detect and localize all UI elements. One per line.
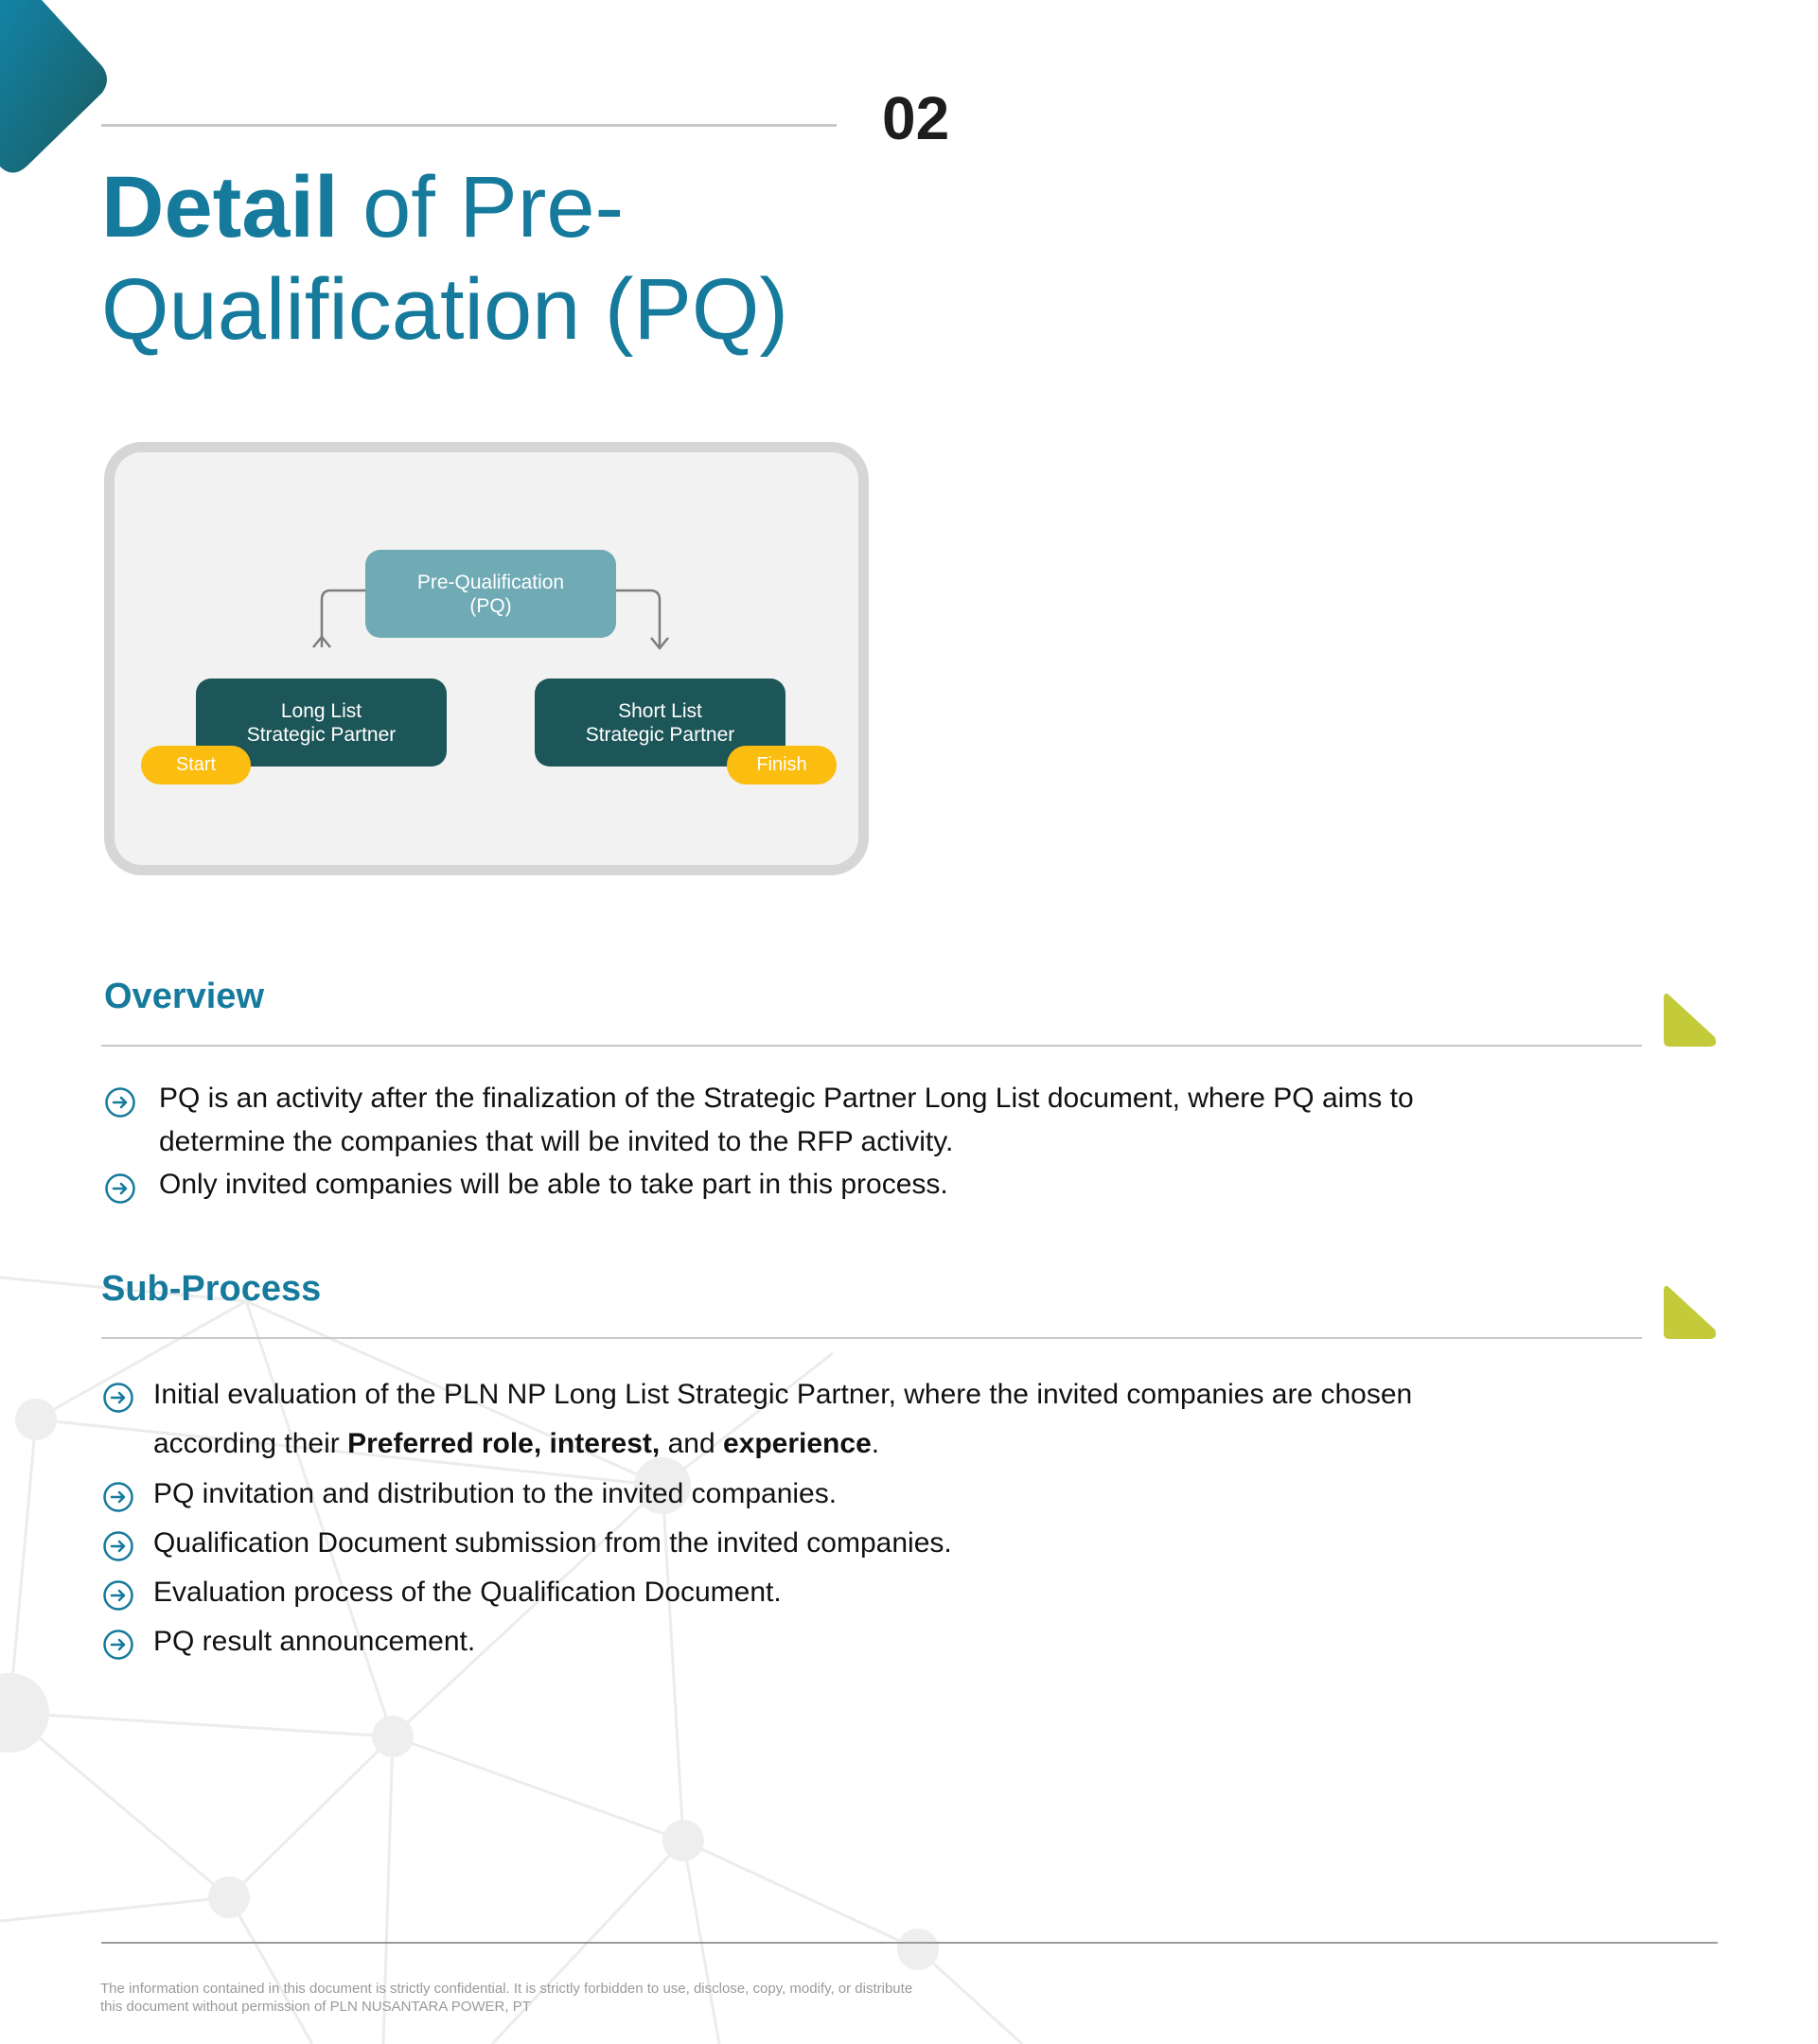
subprocess-heading: Sub-Process <box>101 1269 322 1309</box>
subprocess-item-text: Evaluation process of the Qualification … <box>153 1577 782 1608</box>
footer-line2: this document without permission of PLN … <box>100 1999 531 2015</box>
overview-item-line2: determine the companies that will be inv… <box>159 1126 954 1157</box>
subprocess-item: Initial evaluation of the PLN NP Long Li… <box>102 1370 1522 1469</box>
title-rest: of Pre-Qualification (PQ) <box>101 159 789 358</box>
overview-triangle-icon <box>1664 994 1717 1047</box>
overview-heading: Overview <box>104 977 264 1016</box>
short-list-line2: Strategic Partner <box>585 723 735 746</box>
arrow-circle-icon <box>103 1531 133 1561</box>
long-list-line2: Strategic Partner <box>246 723 397 746</box>
footer-line1: The information contained in this docume… <box>100 1981 913 1997</box>
subprocess-item-mid: and <box>660 1428 723 1459</box>
diagram-connectors <box>312 589 669 650</box>
arrow-circle-icon <box>105 1173 135 1204</box>
page-title: Detail of Pre-Qualification (PQ) <box>101 156 953 361</box>
overview-item: PQ is an activity after the finalization… <box>104 1077 1524 1164</box>
subprocess-triangle-icon <box>1664 1286 1717 1339</box>
subprocess-item-text: Qualification Document submission from t… <box>153 1527 952 1559</box>
pq-node-line1: Pre-Qualification <box>416 571 565 593</box>
pq-node-line2: (PQ) <box>469 594 512 617</box>
arrow-circle-icon <box>103 1630 133 1660</box>
subprocess-item: Evaluation process of the Qualification … <box>102 1568 1522 1617</box>
network-background <box>0 1276 1024 2044</box>
pre-qualification-node: Pre-Qualification(PQ) <box>365 550 616 638</box>
corner-chevron-icon <box>0 0 107 173</box>
arrow-circle-icon <box>103 1383 133 1413</box>
subprocess-item-prefix: according their <box>153 1428 348 1459</box>
subprocess-item-text: PQ result announcement. <box>153 1626 476 1657</box>
title-bold: Detail <box>101 159 339 256</box>
subprocess-item-line1: Initial evaluation of the PLN NP Long Li… <box>153 1379 1413 1410</box>
footer-divider <box>101 1942 1718 1944</box>
subprocess-item: Qualification Document submission from t… <box>102 1519 1522 1568</box>
subprocess-divider <box>101 1337 1642 1339</box>
overview-divider <box>101 1045 1642 1047</box>
overview-item: Only invited companies will be able to t… <box>104 1163 1524 1207</box>
subprocess-item: PQ invitation and distribution to the in… <box>102 1470 1522 1519</box>
overview-item-line1: PQ is an activity after the finalization… <box>159 1083 1414 1114</box>
short-list-line1: Short List <box>618 699 702 722</box>
confidentiality-notice: The information contained in this docume… <box>100 1980 1141 2016</box>
arrow-circle-icon <box>105 1087 135 1118</box>
finish-badge: Finish <box>727 746 837 784</box>
start-badge: Start <box>141 746 251 784</box>
page-number: 02 <box>882 84 950 152</box>
subprocess-item-bold2: experience <box>722 1428 872 1459</box>
arrow-circle-icon <box>103 1482 133 1512</box>
arrow-circle-icon <box>103 1580 133 1611</box>
subprocess-item-text: PQ invitation and distribution to the in… <box>153 1478 838 1509</box>
subprocess-item-bold1: Preferred role, interest, <box>347 1428 661 1459</box>
subprocess-item: PQ result announcement. <box>102 1617 1522 1666</box>
header-divider <box>101 124 837 127</box>
long-list-line1: Long List <box>280 699 362 722</box>
subprocess-item-suffix: . <box>871 1428 880 1459</box>
overview-item-line1: Only invited companies will be able to t… <box>159 1169 948 1200</box>
